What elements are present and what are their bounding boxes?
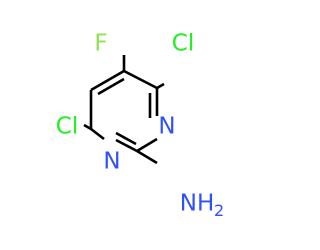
molecule-canvas: F Cl Cl N N NH 2	[55, 30, 225, 221]
atom-amine-subscript: 2	[214, 201, 224, 220]
bond-n3-c2	[136, 137, 158, 153]
bond-c4-cl	[156, 82, 165, 90]
atom-fluorine: F	[94, 31, 107, 57]
atom-nitrogen-ring-left: N	[103, 149, 120, 175]
bond-n1-c6	[90, 127, 105, 141]
bond-c6-c5-line2	[90, 69, 125, 92]
bond-c2-n1	[115, 138, 138, 153]
bond-c6-c5-double	[97, 77, 125, 96]
bond-c6-cl	[83, 123, 92, 131]
bond-c2-n1-double	[115, 131, 137, 146]
atom-chlorine-right: Cl	[172, 31, 194, 57]
atom-nitrogen-ring-right: N	[158, 114, 175, 140]
atom-amine-group: NH 2	[180, 191, 224, 221]
bond-c2-nh2	[136, 149, 158, 165]
atom-amine-label: NH	[180, 191, 215, 217]
molecule-structure: F Cl Cl N N NH 2	[56, 31, 224, 221]
bond-c5-c4	[123, 69, 158, 90]
atom-chlorine-left: Cl	[56, 114, 78, 140]
